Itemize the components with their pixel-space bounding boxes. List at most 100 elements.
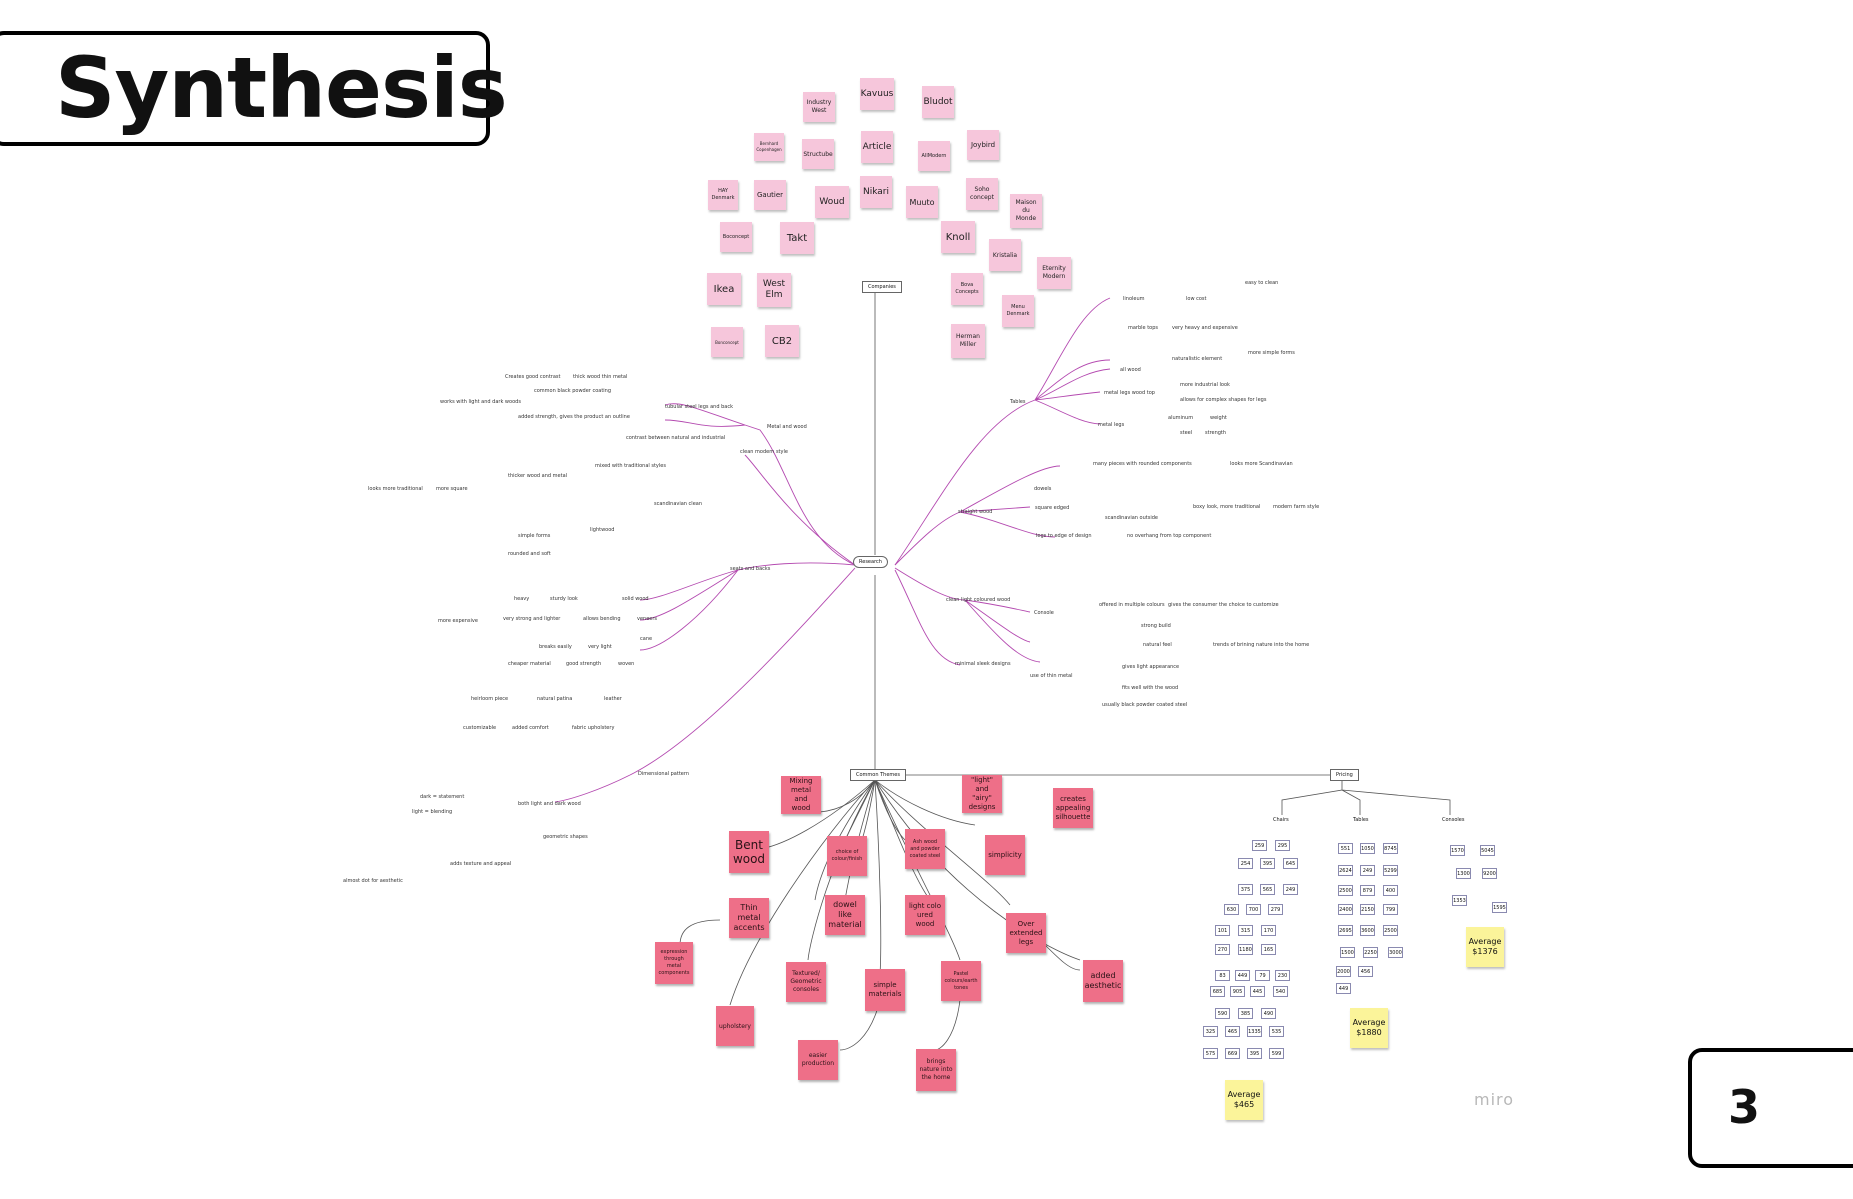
console-price-tag[interactable]: 1570 (1450, 845, 1465, 856)
tables-average-sticky[interactable]: Average $1880 (1350, 1008, 1388, 1048)
theme-sticky[interactable]: Mixing metal and wood (781, 776, 821, 814)
table-price-tag[interactable]: 5299 (1383, 865, 1398, 876)
chair-price-tag[interactable]: 645 (1283, 858, 1298, 869)
company-sticky[interactable]: Kavuus (860, 78, 894, 110)
company-sticky[interactable]: Bova Concepts (951, 273, 983, 305)
chair-price-tag[interactable]: 254 (1238, 858, 1253, 869)
table-price-tag[interactable]: 1050 (1360, 843, 1375, 854)
theme-sticky[interactable]: Over extended legs (1006, 913, 1046, 953)
company-sticky[interactable]: Bonconcept (711, 327, 743, 357)
chair-price-tag[interactable]: 1335 (1247, 1026, 1262, 1037)
chair-price-tag[interactable]: 79 (1255, 970, 1270, 981)
research-node[interactable]: Research (853, 556, 888, 568)
table-price-tag[interactable]: 2150 (1360, 904, 1375, 915)
theme-sticky[interactable]: upholstery (716, 1006, 754, 1046)
chair-price-tag[interactable]: 375 (1238, 884, 1253, 895)
table-price-tag[interactable]: 2500 (1338, 885, 1353, 896)
chair-price-tag[interactable]: 395 (1247, 1048, 1262, 1059)
chair-price-tag[interactable]: 230 (1275, 970, 1290, 981)
chair-price-tag[interactable]: 385 (1238, 1008, 1253, 1019)
chair-price-tag[interactable]: 315 (1238, 925, 1253, 936)
companies-node[interactable]: Companies (862, 281, 902, 293)
chair-price-tag[interactable]: 575 (1203, 1048, 1218, 1059)
company-sticky[interactable]: Takt (780, 222, 814, 254)
chairs-average-sticky[interactable]: Average $465 (1225, 1080, 1263, 1120)
chair-price-tag[interactable]: 565 (1260, 884, 1275, 895)
table-price-tag[interactable]: 799 (1383, 904, 1398, 915)
table-price-tag[interactable]: 3000 (1388, 947, 1403, 958)
theme-sticky[interactable]: Bent wood (729, 831, 769, 873)
theme-sticky[interactable]: Pastel colours/earth tones (941, 961, 981, 1001)
console-price-tag[interactable]: 9200 (1482, 868, 1497, 879)
console-price-tag[interactable]: 5045 (1480, 845, 1495, 856)
table-price-tag[interactable]: 551 (1338, 843, 1353, 854)
company-sticky[interactable]: Menu Denmark (1002, 295, 1034, 327)
chair-price-tag[interactable]: 259 (1252, 840, 1267, 851)
chair-price-tag[interactable]: 590 (1215, 1008, 1230, 1019)
consoles-average-sticky[interactable]: Average $1376 (1466, 927, 1504, 967)
common-themes-node[interactable]: Common Themes (850, 769, 906, 781)
theme-sticky[interactable]: simplicity (985, 835, 1025, 875)
theme-sticky[interactable]: expression through metal components (655, 942, 693, 984)
chair-price-tag[interactable]: 270 (1215, 944, 1230, 955)
theme-sticky[interactable]: simple materials (865, 969, 905, 1011)
company-sticky[interactable]: Knoll (941, 221, 975, 253)
company-sticky[interactable]: Boconcept (720, 222, 752, 252)
chair-price-tag[interactable]: 325 (1203, 1026, 1218, 1037)
theme-sticky[interactable]: light colo ured wood (905, 895, 945, 935)
chair-price-tag[interactable]: 83 (1215, 970, 1230, 981)
theme-sticky[interactable]: Textured/ Geometric consoles (786, 962, 826, 1002)
theme-sticky[interactable]: easier production (798, 1040, 838, 1080)
table-price-tag[interactable]: 2695 (1338, 925, 1353, 936)
table-price-tag[interactable]: 879 (1360, 885, 1375, 896)
company-sticky[interactable]: Ikea (707, 273, 741, 305)
company-sticky[interactable]: Structube (802, 139, 834, 169)
chair-price-tag[interactable]: 490 (1261, 1008, 1276, 1019)
company-sticky[interactable]: Bludot (922, 86, 954, 118)
chair-price-tag[interactable]: 1180 (1238, 944, 1253, 955)
table-price-tag[interactable]: 2400 (1338, 904, 1353, 915)
chair-price-tag[interactable]: 465 (1225, 1026, 1240, 1037)
table-price-tag[interactable]: 2500 (1383, 925, 1398, 936)
table-price-tag[interactable]: 400 (1383, 885, 1398, 896)
theme-sticky[interactable]: added aesthetic (1083, 960, 1123, 1002)
company-sticky[interactable]: Joybird (967, 130, 999, 160)
theme-sticky[interactable]: brings nature into the home (916, 1049, 956, 1091)
chair-price-tag[interactable]: 905 (1230, 986, 1245, 997)
table-price-tag[interactable]: 456 (1358, 966, 1373, 977)
theme-sticky[interactable]: dowel like material (825, 895, 865, 935)
company-sticky[interactable]: Nikari (860, 176, 892, 208)
company-sticky[interactable]: HAY Denmark (708, 180, 738, 210)
chair-price-tag[interactable]: 249 (1283, 884, 1298, 895)
company-sticky[interactable]: Eternity Modern (1037, 257, 1071, 289)
chair-price-tag[interactable]: 295 (1275, 840, 1290, 851)
chair-price-tag[interactable]: 599 (1269, 1048, 1284, 1059)
table-price-tag[interactable]: 3600 (1360, 925, 1375, 936)
table-price-tag[interactable]: 1500 (1340, 947, 1355, 958)
table-price-tag[interactable]: 249 (1360, 865, 1375, 876)
company-sticky[interactable]: Bernhard Copenhagen (754, 133, 784, 161)
theme-sticky[interactable]: "light" and "airy" designs (962, 775, 1002, 813)
theme-sticky[interactable]: choice of colour/finish (827, 836, 867, 876)
theme-sticky[interactable]: Thin metal accents (729, 898, 769, 938)
company-sticky[interactable]: West Elm (757, 273, 791, 307)
chair-price-tag[interactable]: 630 (1224, 904, 1239, 915)
chair-price-tag[interactable]: 449 (1235, 970, 1250, 981)
chair-price-tag[interactable]: 395 (1260, 858, 1275, 869)
theme-sticky[interactable]: Ash wood and powder coated steel (905, 829, 945, 869)
company-sticky[interactable]: AllModern (918, 141, 950, 171)
console-price-tag[interactable]: 1300 (1456, 868, 1471, 879)
chair-price-tag[interactable]: 279 (1268, 904, 1283, 915)
company-sticky[interactable]: Industry West (803, 92, 835, 122)
table-price-tag[interactable]: 449 (1336, 983, 1351, 994)
company-sticky[interactable]: Soho concept (966, 178, 998, 210)
chair-price-tag[interactable]: 101 (1215, 925, 1230, 936)
company-sticky[interactable]: Gautier (754, 180, 786, 210)
table-price-tag[interactable]: 2250 (1363, 947, 1378, 958)
table-price-tag[interactable]: 2000 (1336, 966, 1351, 977)
chair-price-tag[interactable]: 700 (1246, 904, 1261, 915)
console-price-tag[interactable]: 1353 (1452, 895, 1467, 906)
table-price-tag[interactable]: 8745 (1383, 843, 1398, 854)
pricing-node[interactable]: Pricing (1330, 769, 1359, 781)
company-sticky[interactable]: Kristalia (989, 239, 1021, 271)
